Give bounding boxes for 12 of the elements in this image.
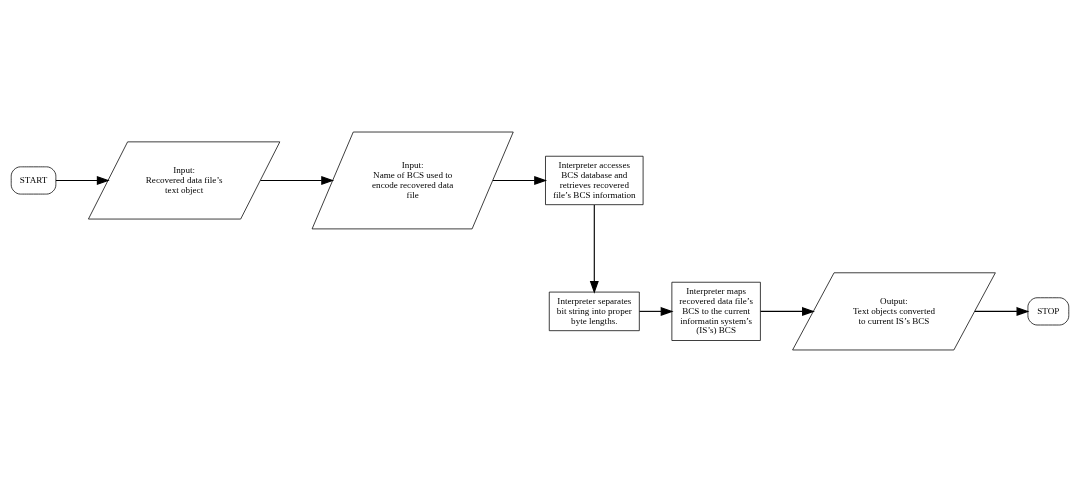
arrow — [55, 175, 110, 185]
arrow — [589, 204, 599, 294]
arrow — [638, 306, 674, 316]
node-box: START — [10, 166, 57, 195]
node-box: Interpreter accesses BCS database and retrieves recovered file’s BCS information — [545, 155, 644, 206]
arrow — [492, 175, 548, 185]
node-box: Interpreter separates bit string into proper byte lengths. — [548, 291, 640, 332]
arrow — [974, 306, 1030, 316]
node-box: Interpreter maps recovered data file’s BCS to the current informatin system’s (IS’s) BCS — [671, 281, 761, 341]
arrow — [259, 175, 335, 185]
arrow — [760, 306, 815, 316]
node-box: STOP — [1027, 297, 1070, 326]
